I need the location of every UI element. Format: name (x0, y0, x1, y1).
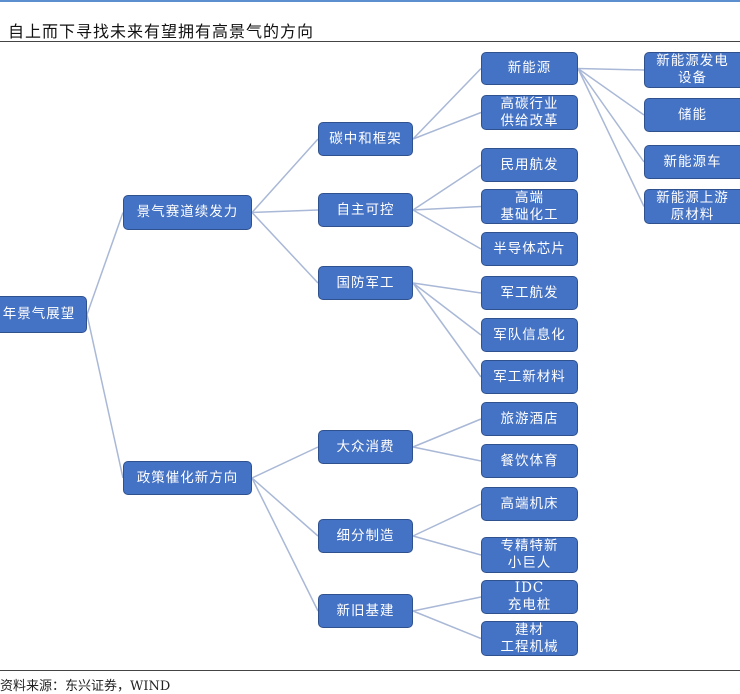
connector-c0-d0 (577, 67, 645, 71)
node-政策催化新方向: 政策催化新方向 (123, 461, 252, 495)
connector-b5-c12 (412, 596, 482, 612)
connector-b1-c3 (412, 205, 482, 211)
node-专精特新小巨人: 专精特新 小巨人 (481, 537, 578, 573)
top-accent-bar (0, 0, 740, 2)
connector-c0-d2 (577, 68, 645, 163)
root-node: 年景气展望 (0, 296, 87, 333)
node-军工新材料: 军工新材料 (481, 360, 578, 394)
connector-b4-c10 (412, 503, 482, 537)
node-大众消费: 大众消费 (318, 430, 413, 464)
connector-c0-d1 (577, 67, 645, 116)
connector-a1-b5 (251, 477, 319, 612)
node-自主可控: 自主可控 (318, 193, 413, 227)
node-新能源发电设备: 新能源发电 设备 (644, 52, 740, 88)
footer-divider (0, 670, 740, 671)
connector-b1-c4 (412, 209, 482, 250)
node-IDC充电桩: IDC 充电桩 (481, 580, 578, 614)
connector-a0-b0 (251, 138, 319, 214)
node-碳中和框架: 碳中和框架 (318, 122, 413, 156)
node-国防军工: 国防军工 (318, 266, 413, 300)
connector-a0-b2 (251, 211, 319, 284)
node-餐饮体育: 餐饮体育 (481, 444, 578, 478)
node-民用航发: 民用航发 (481, 148, 578, 182)
connector-b5-c13 (412, 610, 482, 640)
node-军工航发: 军工航发 (481, 276, 578, 310)
connector-a1-b3 (251, 446, 319, 479)
connector-a0-b1 (251, 209, 319, 214)
node-新能源: 新能源 (481, 52, 578, 85)
connector-root-a0 (86, 212, 124, 315)
connector-b0-c0 (412, 67, 482, 140)
title-divider (0, 41, 740, 42)
connector-a1-b4 (251, 477, 319, 537)
node-新能源车: 新能源车 (644, 145, 740, 179)
page-title: 自上而下寻找未来有望拥有高景气的方向 (8, 22, 315, 41)
node-高端基础化工: 高端 基础化工 (481, 189, 578, 224)
connector-b2-c6 (412, 282, 482, 336)
node-景气赛道续发力: 景气赛道续发力 (123, 195, 252, 230)
node-半导体芯片: 半导体芯片 (481, 232, 578, 266)
source-note: 资料来源：东兴证券，WIND (0, 679, 171, 694)
node-高碳行业供给改革: 高碳行业 供给改革 (481, 95, 578, 130)
connector-b0-c1 (412, 111, 482, 140)
node-储能: 储能 (644, 98, 740, 132)
connector-b4-c11 (412, 535, 482, 556)
connector-b2-c7 (412, 282, 482, 378)
connector-b1-c2 (412, 164, 482, 211)
node-建材工程机械: 建材 工程机械 (481, 621, 578, 656)
node-军队信息化: 军队信息化 (481, 318, 578, 352)
node-旅游酒店: 旅游酒店 (481, 402, 578, 436)
connector-root-a1 (86, 314, 124, 479)
connector-b3-c8 (412, 418, 482, 448)
connector-b3-c9 (412, 446, 482, 462)
node-新旧基建: 新旧基建 (318, 594, 413, 628)
node-高端机床: 高端机床 (481, 487, 578, 521)
connector-b2-c5 (412, 282, 482, 294)
connector-c0-d3 (577, 68, 645, 207)
node-细分制造: 细分制造 (318, 519, 413, 553)
node-新能源上游原材料: 新能源上游 原材料 (644, 189, 740, 224)
